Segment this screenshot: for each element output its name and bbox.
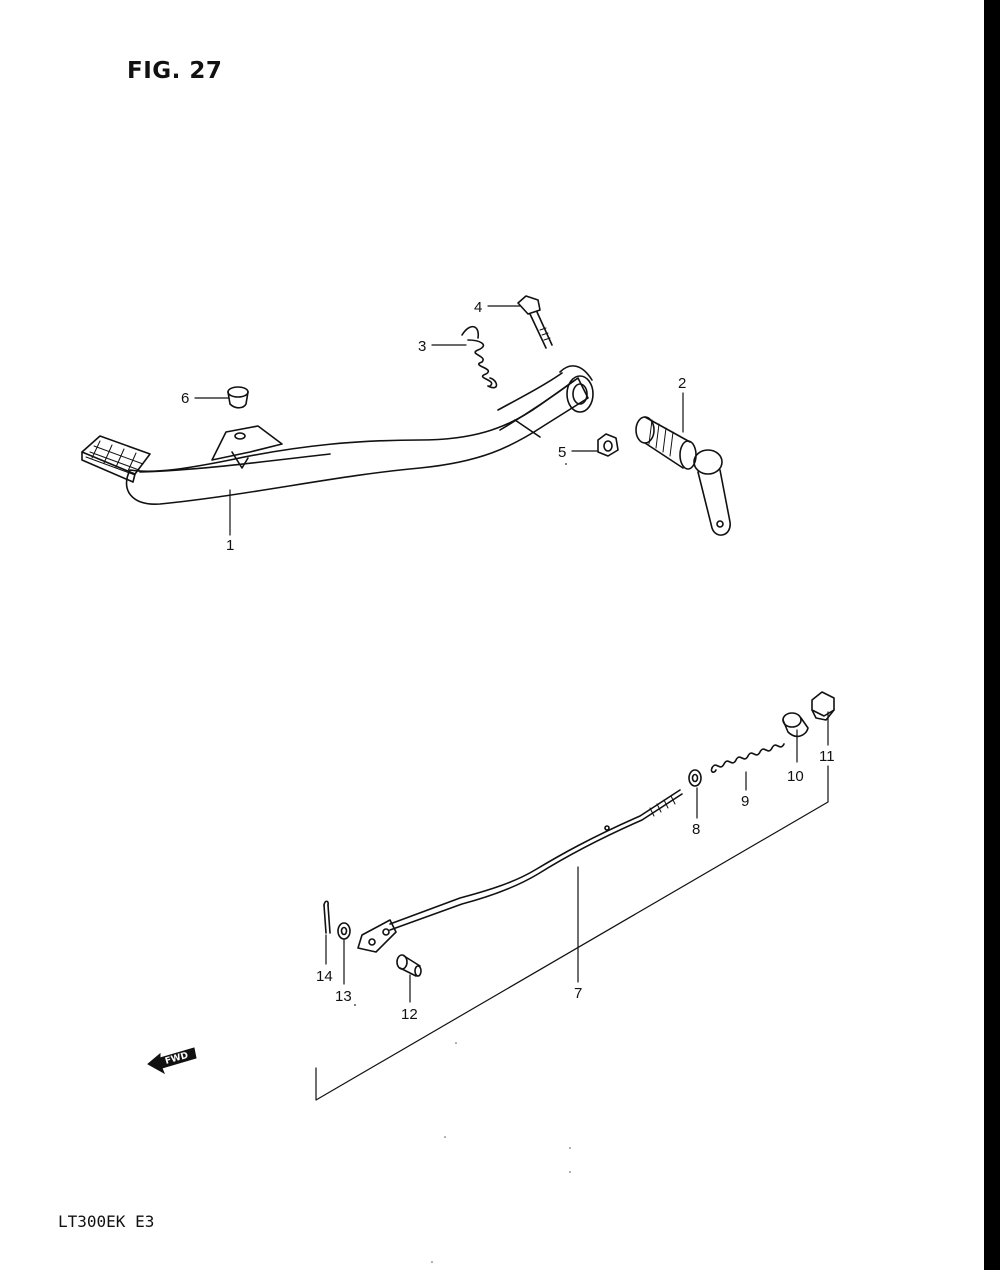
rod-joint-part — [782, 712, 809, 738]
stopper-cap-part — [227, 386, 249, 409]
model-code: LT300EK E3 — [58, 1212, 155, 1231]
brake-pedal-part — [81, 365, 594, 505]
callout-1: 1 — [226, 537, 234, 554]
callout-5: 5 — [558, 444, 566, 461]
leader-lines — [194, 305, 829, 1101]
pedal-tread-grid — [85, 440, 144, 476]
callout-9: 9 — [741, 793, 749, 810]
clevis-pin-part — [396, 954, 422, 977]
fwd-arrow-icon: FWD — [147, 1047, 197, 1075]
callout-4: 4 — [474, 299, 482, 316]
pin-washer-part — [337, 922, 351, 940]
adjuster-nut-part — [811, 691, 835, 721]
callout-13: 13 — [335, 988, 352, 1005]
callout-14: 14 — [316, 968, 333, 985]
callout-10: 10 — [787, 768, 804, 785]
cam-lever-part — [635, 416, 731, 536]
callout-12: 12 — [401, 1006, 418, 1023]
pivot-bolt-part — [517, 295, 553, 349]
callout-3: 3 — [418, 338, 426, 355]
nut-part — [597, 433, 619, 457]
callout-6: 6 — [181, 390, 189, 407]
fwd-label: FWD — [164, 1051, 189, 1067]
washer-part — [688, 769, 702, 787]
page-edge-bar — [984, 0, 1000, 1270]
callout-11: 11 — [819, 748, 835, 765]
figure-title: FIG. 27 — [127, 58, 223, 84]
callout-2: 2 — [678, 375, 686, 392]
return-spring-part — [461, 325, 498, 389]
callout-8: 8 — [692, 821, 700, 838]
scan-specks — [354, 463, 571, 1263]
callout-7: 7 — [574, 985, 582, 1002]
compression-spring-part — [710, 743, 785, 773]
brake-rod-part — [357, 789, 683, 953]
cotter-pin-part — [323, 900, 331, 934]
